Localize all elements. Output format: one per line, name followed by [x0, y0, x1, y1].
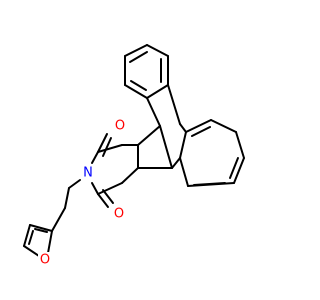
- bond: [179, 123, 187, 133]
- carbonyl-bond: [102, 189, 114, 204]
- bond: [167, 84, 181, 125]
- aromatic-inner-bond: [28, 230, 34, 245]
- carbonyl-bond: [97, 133, 108, 153]
- atom-o-upper: O: [113, 118, 127, 134]
- bond: [146, 44, 169, 57]
- imide-nitrogen-label: N: [83, 166, 93, 181]
- bicyclic-core: [121, 84, 189, 187]
- atom-o-lower: O: [112, 206, 126, 222]
- bond: [235, 131, 245, 159]
- bond: [51, 207, 66, 232]
- bond: [91, 151, 99, 164]
- bond: [210, 119, 237, 133]
- bond: [179, 157, 189, 187]
- bond: [47, 230, 53, 254]
- bond: [171, 157, 181, 169]
- bond: [185, 119, 212, 133]
- bond: [121, 167, 139, 184]
- carbonyl-oxygen-lower-label: O: [114, 207, 124, 222]
- bond: [233, 157, 245, 184]
- aromatic-inner-bond: [193, 182, 226, 186]
- bond: [179, 131, 187, 159]
- bond: [29, 224, 53, 232]
- aromatic-inner-bond: [191, 126, 211, 137]
- bond: [137, 125, 161, 146]
- bond: [124, 44, 148, 57]
- bond: [23, 224, 31, 247]
- bond: [68, 179, 81, 189]
- bond: [146, 97, 161, 127]
- furylmethyl-group: [23, 179, 81, 259]
- atom-n: N: [81, 165, 95, 181]
- molecule-drawing: O O N O: [23, 44, 245, 268]
- upper-benzene-ring: [124, 44, 169, 99]
- bond: [159, 125, 173, 169]
- bond: [97, 144, 123, 153]
- bond: [124, 84, 148, 99]
- aromatic-inner-bond: [129, 51, 148, 63]
- imide-ring: [91, 133, 123, 208]
- bond: [91, 182, 99, 195]
- aromatic-inner-bond: [34, 228, 48, 233]
- bond: [146, 84, 169, 99]
- carbonyl-bond: [97, 193, 109, 208]
- structure-canvas: O O N O: [23, 44, 245, 268]
- bond: [97, 182, 123, 195]
- lower-benzene-ring: [185, 119, 245, 187]
- aromatic-inner-bond: [229, 157, 239, 179]
- atom-o-furan: O: [38, 252, 52, 268]
- aromatic-inner-bond: [130, 80, 147, 91]
- furan-oxygen-label: O: [40, 253, 50, 268]
- bond: [64, 187, 70, 209]
- carbonyl-oxygen-upper-label: O: [115, 119, 125, 134]
- carbonyl-bond: [102, 137, 112, 157]
